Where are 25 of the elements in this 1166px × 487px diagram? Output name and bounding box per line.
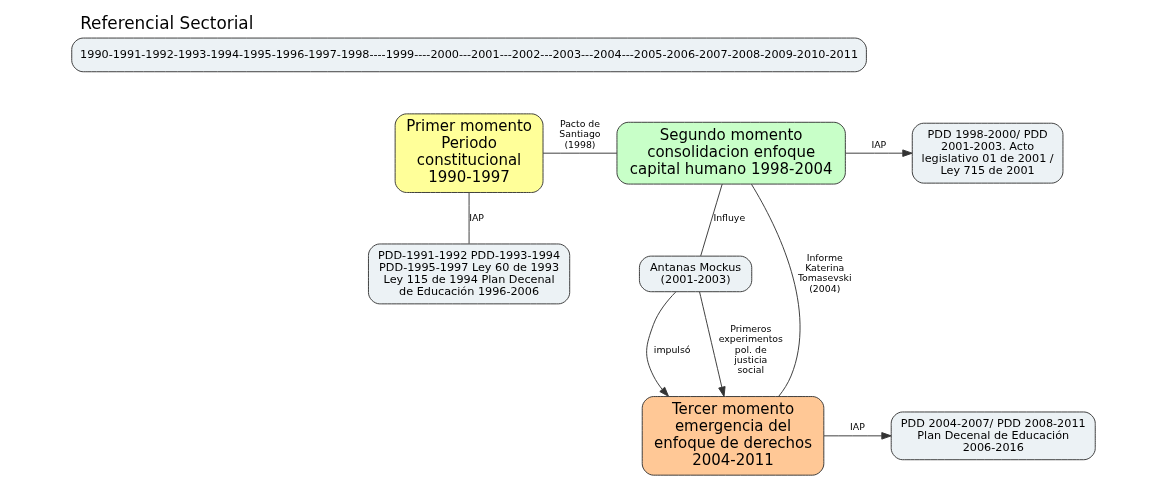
edge-label: Influye: [712, 211, 745, 223]
edge-label: IAP: [468, 211, 484, 223]
edge-label: IAP: [849, 421, 865, 433]
arrow: [645, 291, 676, 397]
edge-label: Primeros experimentos pol. de justicia social: [718, 322, 783, 376]
node-box: PDD 1998-2000/ PDD 2001-2003. Acto legislativo 01 de 2001 / Ley 715 de 2001: [911, 122, 1063, 184]
arrow: [844, 149, 913, 157]
node-box: Primer momento Periodo constitucional 1990-1997: [394, 113, 543, 193]
connector: [468, 192, 470, 245]
node-box: Tercer momento emergencia del enfoque de derechos 2004-2011: [641, 396, 824, 476]
node-box: PDD 2004-2007/ PDD 2008-2011 Plan Decenal de Educación 2006-2016: [890, 411, 1096, 461]
node-box: PDD-1991-1992 PDD-1993-1994 PDD-1995-1997 Ley 60 de 1993 Ley 115 de 1994 Plan Decenal de Educación 1996-2006: [367, 243, 570, 305]
arrow: [823, 432, 892, 440]
edge-label: impulsó: [653, 343, 691, 355]
arrow: [698, 291, 726, 397]
connector: [542, 152, 617, 154]
connector: [699, 183, 723, 257]
node-box: 1990-1991-1992-1993-1994-1995-1996-1997-1998----1999----2000---2001---2002---2003---2004---2005-2006-2007-2008-2009-2010-2011: [70, 37, 867, 73]
edge-label: IAP: [870, 138, 886, 150]
edge-label: Pacto de Santiago (1998): [558, 117, 601, 150]
node-box: Segundo momento consolidacion enfoque capital humano 1998-2004: [616, 121, 846, 185]
diagram-title: Referencial Sectorial: [79, 13, 253, 34]
edge-label: Informe Katerina Tomasevski (2004): [797, 251, 852, 294]
node-box: Antanas Mockus (2001-2003): [638, 255, 752, 293]
connector: [750, 183, 800, 397]
